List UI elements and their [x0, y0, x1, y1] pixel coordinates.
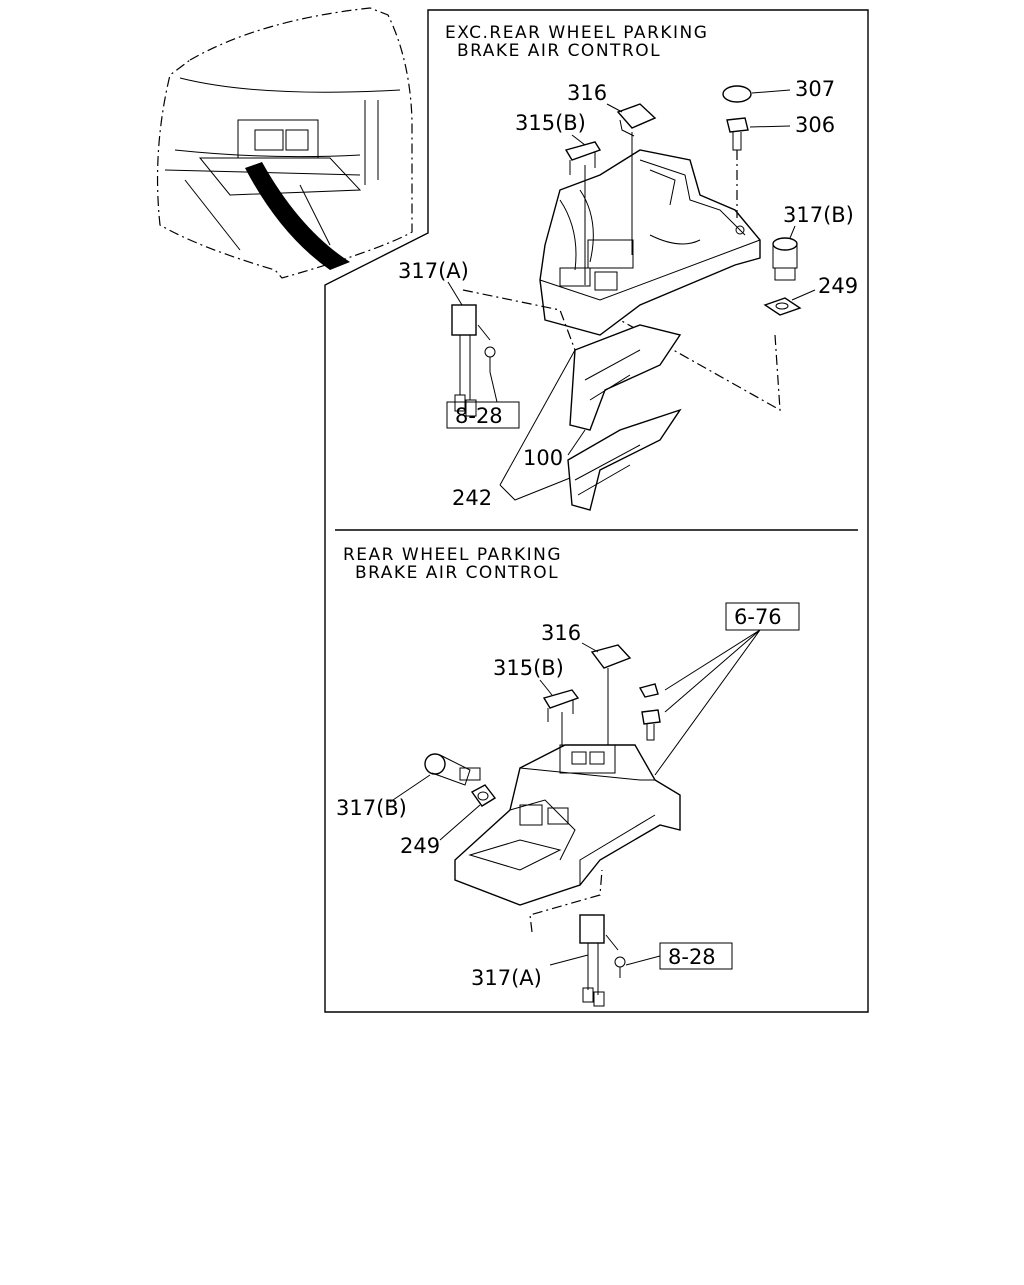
part-317b-socket-2 [424, 753, 481, 786]
part-249-gasket [763, 297, 802, 316]
ref-box-6-76 [725, 602, 800, 631]
part-317b-socket [772, 237, 798, 281]
center-console-upper [539, 149, 761, 336]
label-317a: 317(A) [398, 259, 469, 283]
ref-8-28: 8-28 [455, 404, 503, 428]
label-316: 316 [567, 81, 607, 105]
cab-overview-illustration [156, 7, 413, 279]
label-317b-2: 317(B) [336, 796, 407, 820]
ref-6-76: 6-76 [734, 605, 782, 629]
label-315b: 315(B) [515, 111, 586, 135]
label-242: 242 [452, 486, 492, 510]
part-316-cap [616, 103, 657, 129]
label-315b-2: 315(B) [493, 656, 564, 680]
part-307-plug [722, 85, 752, 103]
part-316-cap-2 [590, 644, 632, 669]
section-rear-wheel: REAR WHEEL PARKING BRAKE AIR CONTROL 6-7… [336, 545, 800, 1007]
part-317a-connector [451, 304, 496, 417]
part-306-screw [726, 117, 749, 133]
part-317a-connector-2 [579, 914, 626, 1007]
label-316-2: 316 [541, 621, 581, 645]
part-screw [641, 709, 661, 725]
diagram-frame [324, 9, 869, 1013]
label-307: 307 [795, 77, 835, 101]
label-249: 249 [818, 274, 858, 298]
label-317a-2: 317(A) [471, 966, 542, 990]
label-100: 100 [523, 446, 563, 470]
ref-box-8-28 [446, 401, 520, 429]
label-306: 306 [795, 113, 835, 137]
section2-title-line2: BRAKE AIR CONTROL [355, 563, 559, 583]
section1-title-line2: BRAKE AIR CONTROL [457, 41, 661, 61]
section2-title-line1: REAR WHEEL PARKING [343, 545, 562, 565]
ref-8-28-2: 8-28 [668, 945, 716, 969]
center-console-lower [454, 744, 681, 906]
label-249-2: 249 [400, 834, 440, 858]
part-315b-cover [564, 141, 602, 161]
label-317b: 317(B) [783, 203, 854, 227]
part-315b-cover-2 [542, 689, 580, 709]
part-100-trim [569, 324, 682, 431]
part-249-gasket-2 [470, 784, 497, 807]
part-clip [638, 683, 659, 698]
section1-title-line1: EXC.REAR WHEEL PARKING [445, 23, 708, 43]
section-exc-rear-wheel: EXC.REAR WHEEL PARKING BRAKE AIR CONTROL… [398, 23, 858, 511]
